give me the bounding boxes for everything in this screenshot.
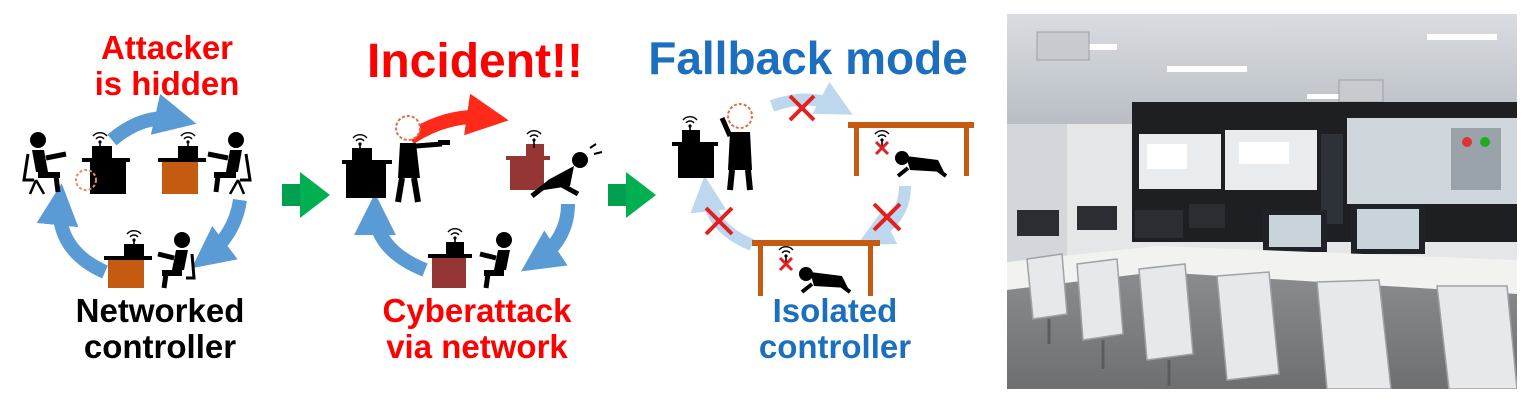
falling-person-icon: [530, 143, 603, 198]
person-at-computer-icon: [207, 132, 252, 195]
person-at-computer-icon: [22, 132, 67, 195]
attacker-with-gun-icon: [395, 115, 450, 203]
gun-icon: [438, 140, 450, 145]
networked-controller-panel: [22, 93, 252, 289]
isolated-controller-label: Isolated controller: [730, 293, 940, 364]
caption-line: Attacker: [100, 29, 234, 66]
diagram: [22, 81, 974, 296]
cycle-arrow-right: [521, 203, 575, 272]
table-icon: [848, 122, 974, 176]
transition-arrow-icon: [608, 172, 656, 218]
transition-arrow-icon: [282, 172, 330, 218]
table-icon: [752, 240, 880, 296]
crouching-person-icon: [799, 267, 852, 294]
label-line: Isolated: [772, 292, 898, 329]
crouching-person-icon: [895, 151, 948, 178]
black-computer-icon: [90, 160, 126, 194]
caption-line: is hidden: [94, 64, 240, 102]
networked-controller-label: Networked controller: [50, 293, 270, 364]
black-computer-icon: [678, 146, 714, 178]
label-line: controller: [83, 327, 237, 365]
incident-panel: [342, 93, 603, 289]
label-line: via network: [386, 327, 568, 365]
cyberattack-label: Cyberattack via network: [362, 293, 592, 364]
confused-attacker-icon: [719, 103, 753, 191]
orange-desk-icon: [108, 258, 144, 288]
label-line: controller: [758, 327, 912, 365]
control-room-photo: [1007, 14, 1517, 389]
attacker-face-icon: [75, 169, 97, 191]
cycle-arrow-left: [354, 193, 428, 277]
fallback-panel: [672, 81, 974, 296]
cross-icon: [778, 256, 794, 272]
cycle-arrow-left: [36, 183, 109, 279]
maroon-desk-icon: [510, 160, 544, 190]
label-line: Networked: [75, 292, 245, 329]
orange-desk-icon: [162, 160, 198, 194]
person-at-computer-icon: [157, 232, 196, 289]
cross-icon: [704, 206, 734, 236]
cycle-arrow-right: [191, 198, 247, 269]
attack-arrow-icon: [406, 93, 509, 144]
fallback-title: Fallback mode: [648, 32, 968, 84]
person-at-computer-icon: [479, 232, 512, 289]
black-computer-icon: [346, 164, 386, 198]
label-line: Cyberattack: [382, 292, 572, 329]
attacker-hidden-caption: Attacker is hidden: [72, 30, 262, 101]
cross-icon: [874, 140, 890, 156]
incident-title: Incident!!: [367, 35, 583, 88]
cross-icon: [788, 94, 816, 122]
cross-icon: [872, 202, 902, 232]
maroon-desk-icon: [432, 258, 466, 288]
cycle-arrow-top: [107, 93, 197, 146]
faded-arrow-right: [857, 185, 911, 245]
